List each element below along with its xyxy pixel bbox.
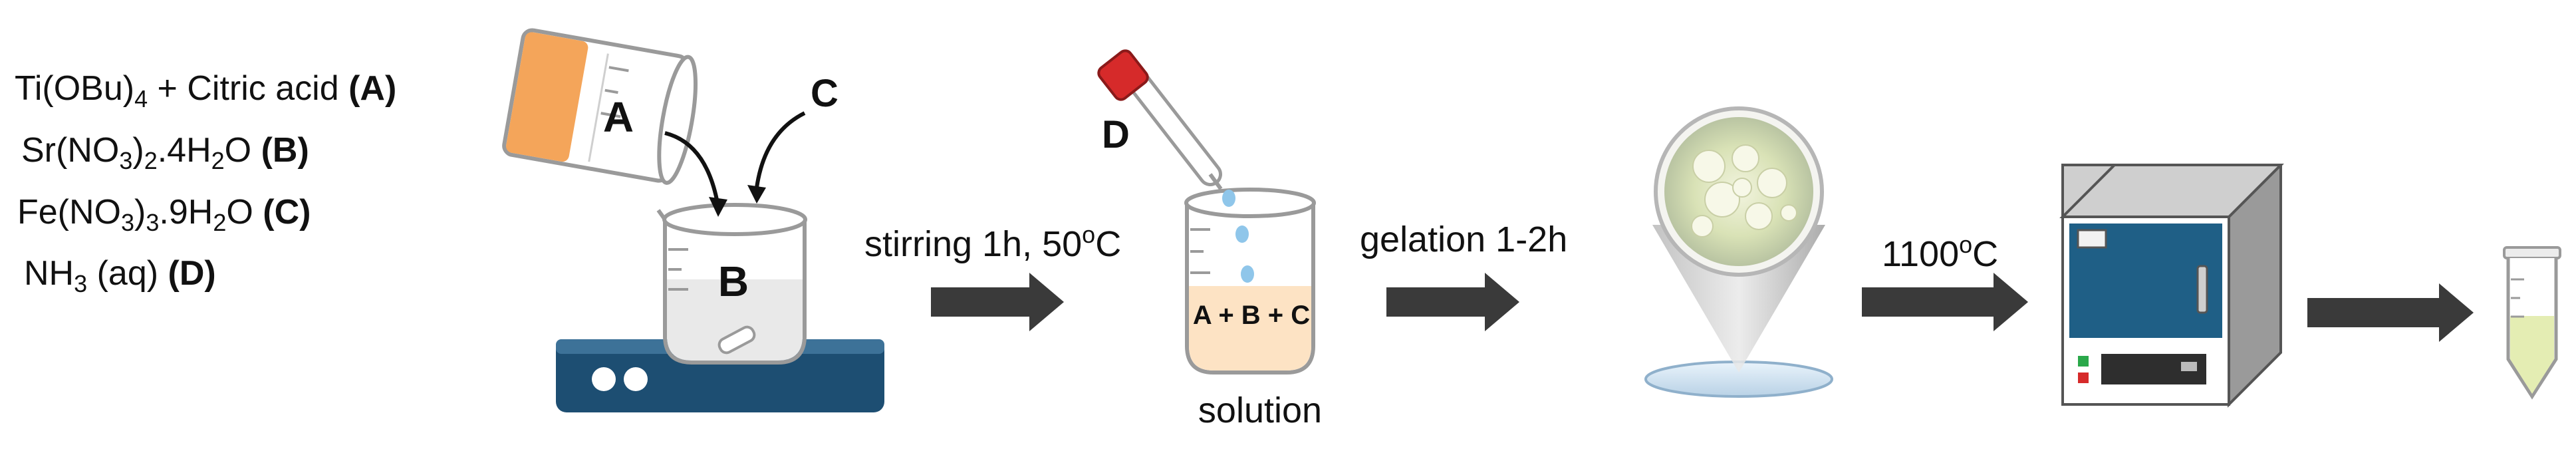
process-arrow-1: [931, 273, 1064, 331]
droplet: [1235, 225, 1249, 243]
gel-petri-dish: [1644, 106, 1833, 398]
reagent-c: Fe(NO3)3.9H2O (C): [17, 193, 311, 236]
reagent-list: Ti(OBu)4 + Citric acid (A) Sr(NO3)2.4H2O…: [15, 69, 396, 297]
process-arrow-4: [2307, 283, 2474, 342]
process-arrow-2: [1386, 273, 1519, 331]
pour-arrow-a: [709, 197, 727, 217]
arrow-c-label: C: [811, 72, 838, 115]
beaker-b-label: B: [718, 257, 749, 305]
cup-a-label: A: [603, 93, 634, 141]
pour-arrow-c: [747, 185, 766, 204]
step-gelation-label: gelation 1-2h: [1360, 220, 1567, 259]
droplet: [1222, 190, 1235, 207]
reagent-b: Sr(NO3)2.4H2O (B): [21, 131, 309, 174]
solution-label: solution: [1198, 390, 1322, 430]
beaker-b-icon: B: [656, 203, 807, 365]
reagent-a: Ti(OBu)4 + Citric acid (A): [15, 69, 396, 112]
dropper-d-label: D: [1102, 113, 1130, 156]
mixture-label: A + B + C: [1193, 301, 1310, 330]
dropper-d-icon: [1097, 49, 1223, 190]
process-arrow-3: [1862, 273, 2028, 331]
solution-beaker: D A + B + C solution: [1097, 49, 1322, 430]
step-stirring-label: stirring 1h, 50oC: [864, 221, 1121, 265]
reagent-d: NH3 (aq) (D): [24, 254, 216, 297]
product-vial-icon: [2503, 246, 2561, 400]
furnace-icon: [2059, 164, 2284, 408]
mixing-setup: B A C: [502, 28, 884, 412]
cup-a-icon: [502, 28, 698, 185]
droplet: [1241, 265, 1254, 283]
step-calcination-label: 1100oC: [1882, 231, 1998, 275]
